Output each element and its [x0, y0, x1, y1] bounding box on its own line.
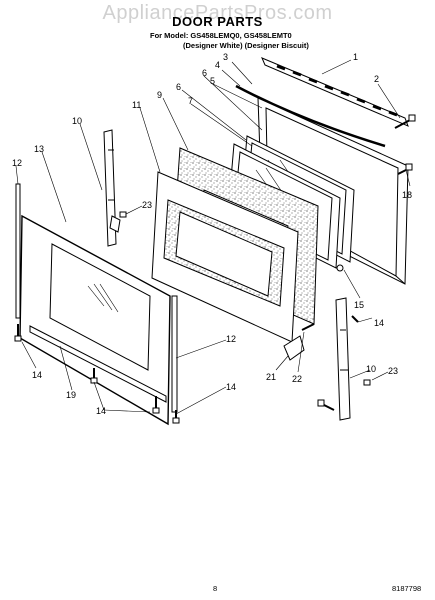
bottom-trim [29, 325, 167, 403]
callout-5: 5 [210, 76, 215, 86]
hinge-clip-right [363, 379, 371, 386]
callout-12-right: 12 [226, 334, 236, 344]
callout-14-right: 14 [374, 318, 384, 328]
callout-10-left: 10 [72, 116, 82, 126]
model-numbers: For Model: GS458LEMQ0, GS458LEMT0 [150, 31, 292, 40]
screw-icon [317, 399, 335, 411]
callout-10-right: 10 [366, 364, 376, 374]
callout-14-bottom: 14 [96, 406, 106, 416]
screw-icon [394, 114, 416, 129]
callout-1: 1 [353, 52, 358, 62]
callout-3: 3 [223, 52, 228, 62]
callout-21: 21 [266, 372, 276, 382]
page-title: DOOR PARTS [172, 14, 263, 29]
screw-icon [90, 368, 98, 384]
callout-7: 7 [188, 96, 193, 106]
callout-15: 15 [354, 300, 364, 310]
model-variants: (Designer White) (Designer Biscuit) [183, 41, 309, 50]
callout-6-lower: 6 [176, 82, 181, 92]
callout-13: 13 [34, 144, 44, 154]
hinge-bracket [283, 335, 305, 361]
screw-icon [351, 315, 359, 323]
watermark: AppliancePartsPros.com [102, 2, 333, 24]
callout-4: 4 [215, 60, 220, 70]
callout-22: 22 [292, 374, 302, 384]
callout-18: 18 [402, 190, 412, 200]
screw-icon [152, 396, 160, 414]
callout-14-right-bottom: 14 [226, 382, 236, 392]
document-number: 8187798 [392, 584, 422, 593]
callout-11: 11 [132, 100, 141, 110]
callout-2: 2 [374, 74, 379, 84]
right-side-trim [171, 295, 178, 413]
door-liner [151, 171, 299, 343]
screw-icon [301, 323, 315, 331]
page-number: 8 [213, 584, 218, 593]
callout-23-right: 23 [388, 366, 398, 376]
callout-23-left: 23 [142, 200, 152, 210]
screw-icon [14, 324, 22, 342]
callout-9: 9 [157, 90, 162, 100]
outer-door-panel [19, 214, 171, 426]
screw-icon [172, 410, 180, 424]
right-door-hinge [335, 297, 351, 421]
left-door-hinge [103, 129, 121, 247]
leader-lines [15, 59, 411, 415]
screw-icon [397, 163, 413, 175]
callout-12-left: 12 [12, 158, 22, 168]
callout-6-upper: 6 [202, 68, 207, 78]
top-vent-trim [261, 57, 409, 127]
top-rod [235, 84, 386, 148]
hinge-clip-left [119, 211, 127, 218]
callout-19: 19 [66, 390, 76, 400]
callout-14-left: 14 [32, 370, 42, 380]
left-side-trim [15, 183, 21, 319]
screw-icon [336, 264, 344, 272]
